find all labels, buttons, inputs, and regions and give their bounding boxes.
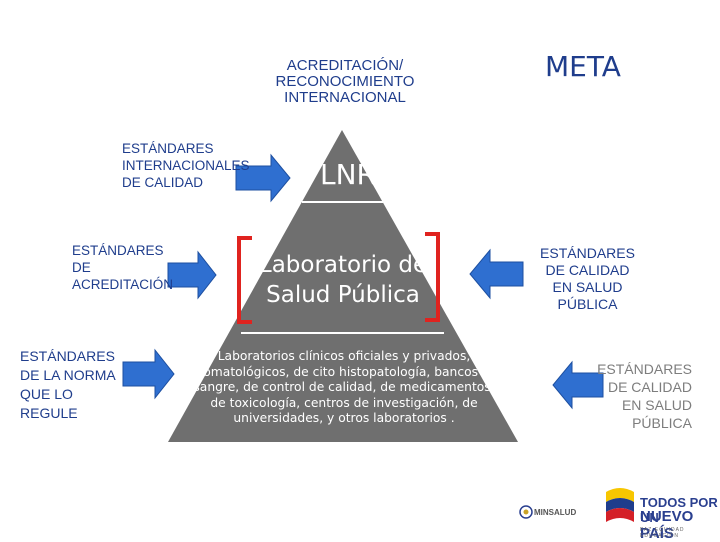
todos-logo-line1: TODOS POR UN [640, 495, 718, 525]
minsalud-emblem-icon [519, 505, 533, 519]
pyramid-top-label: LNR [320, 158, 376, 191]
arrow-right-icon [122, 348, 175, 400]
arrow-right-icon [167, 250, 217, 300]
todos-logo-line3: PAZ EQUIDAD EDUCACIÓN [640, 527, 685, 539]
label-public-health-standards: ESTÁNDARES DE CALIDAD EN SALUD PÚBLICA [540, 245, 635, 312]
colombia-flag-icon [606, 488, 634, 522]
todos-logo-line2: NUEVO PAÍS [640, 508, 694, 542]
label-accreditation-standards: ESTÁNDARES DE ACREDITACIÓN [72, 243, 174, 292]
label-international-standards: ESTÁNDARES INTERNACIONALES DE CALIDAD [122, 141, 250, 190]
arrow-left-icon [469, 248, 524, 300]
pyramid-bottom-label: Laboratorios clínicos oficiales y privad… [190, 349, 498, 425]
pyramid-shape [168, 130, 518, 442]
minsalud-logo-text: MINSALUD [534, 508, 577, 517]
label-public-health-standards-gray: ESTÁNDARES DE CALIDAD EN SALUD PÚBLICA [597, 361, 692, 431]
red-bracket-left [237, 236, 252, 324]
arrow-left-icon [552, 360, 604, 410]
accreditation-title: ACREDITACIÓN/ RECONOCIMIENTO INTERNACION… [275, 57, 415, 106]
pyramid-middle-label: Laboratorio de Salud Pública [258, 252, 428, 308]
label-regulation-standards: ESTÁNDARES DE LA NORMA QUE LO REGULE [20, 348, 115, 421]
meta-label: META [545, 50, 621, 83]
arrow-right-icon [235, 153, 291, 203]
red-bracket-right [425, 232, 440, 322]
